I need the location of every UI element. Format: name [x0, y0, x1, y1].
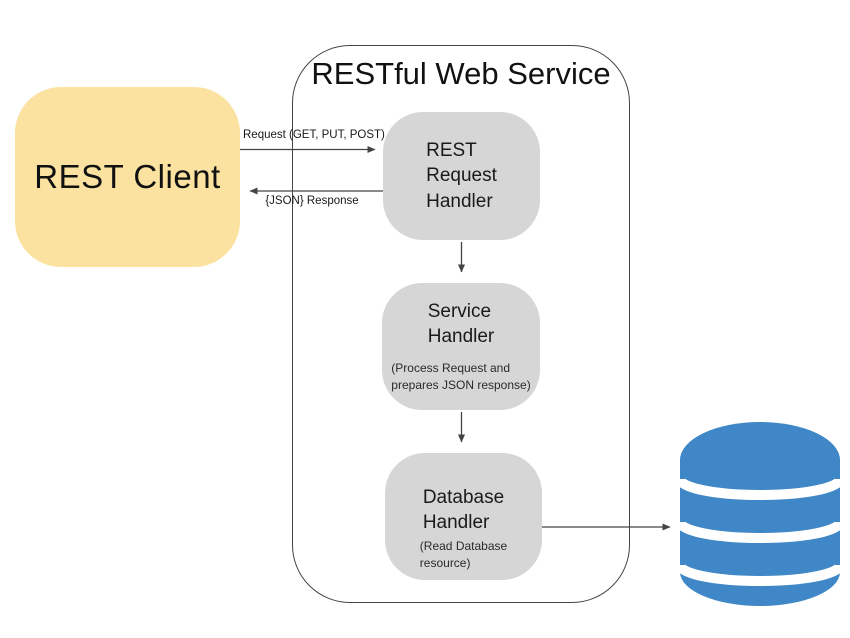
label-line: Handler: [422, 512, 490, 534]
rest-request-handler-node: REST Request Handler: [383, 112, 540, 240]
label-line: Database: [422, 487, 505, 509]
database-stripe: [680, 520, 840, 543]
rest-client-node: REST Client: [15, 87, 240, 267]
restful-web-service-title: RESTful Web Service: [311, 56, 611, 91]
label-line: Handler: [426, 190, 493, 212]
note-line: resource): [419, 556, 471, 571]
database-handler-node: Database Handler (Read Database resource…: [385, 453, 542, 580]
label-line: Service: [427, 301, 492, 323]
database-stripe: [680, 563, 840, 586]
label-line: Handler: [427, 326, 495, 348]
rest-client-label: REST Client: [34, 158, 221, 195]
label-line: Request: [426, 165, 497, 187]
note-line: (Read Database: [419, 539, 508, 554]
database-stripe: [680, 477, 840, 500]
request-arrow-label: Request (GET, PUT, POST): [243, 129, 385, 141]
rest-request-handler-label: REST Request Handler: [426, 138, 497, 213]
database-cylinder-icon: [680, 422, 840, 606]
database-handler-label: Database Handler: [423, 485, 504, 535]
response-arrow-label: {JSON} Response: [265, 195, 359, 207]
database-handler-note: (Read Database resource): [420, 538, 507, 572]
service-handler-label: Service Handler: [428, 299, 495, 349]
note-line: (Process Request and: [391, 361, 511, 376]
database-cylinder-body: [680, 422, 840, 606]
note-line: prepares JSON response): [391, 378, 531, 393]
service-handler-node: Service Handler (Process Request and pre…: [382, 283, 540, 410]
label-line: REST: [426, 140, 477, 162]
service-handler-note: (Process Request and prepares JSON respo…: [391, 360, 530, 394]
